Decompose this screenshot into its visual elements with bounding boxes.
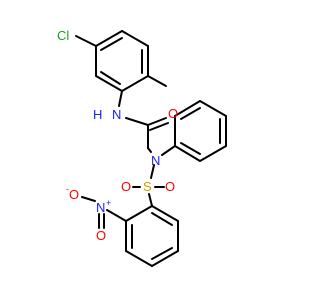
sulfonyl-oxygen-left-label: O [121, 179, 131, 194]
carbonyl-double-bond [149, 122, 169, 131]
molecule-structure: Cl N H O N S O O N + O - O [57, 28, 227, 267]
chloromethylphenyl-ring [95, 30, 149, 92]
sulfur-atom-label: S [143, 179, 152, 194]
n-to-s-bond [150, 164, 155, 179]
nh-to-carbonyl-bond [125, 117, 149, 126]
ring-to-nh-bond [118, 90, 123, 107]
nitro-n-label: N [96, 200, 105, 215]
phenyl-ring [174, 100, 227, 162]
nitro-oxygen-upper-label: O [69, 187, 79, 202]
sulfonyl-oxygen-right-label: O [165, 179, 175, 194]
carbonyl-oxygen-label: O [168, 106, 178, 121]
nitro-oxygen-charge-label: - [66, 184, 69, 194]
n-to-phenyl-bond [161, 145, 176, 156]
chlorine-bond [75, 35, 97, 47]
ring-to-nitro-bond [106, 209, 127, 222]
ch2-to-n-bond [147, 147, 152, 153]
amide-n-label: N [112, 107, 121, 122]
nitro-to-o1-bond [81, 196, 96, 202]
sulfonamide-n-label: N [151, 153, 160, 168]
chlorine-atom-label: Cl [57, 28, 69, 43]
carbonyl-to-o-bond [147, 117, 167, 126]
s-to-ring-bond [148, 193, 153, 207]
methyl-bond [147, 75, 167, 87]
amide-h-label: H [93, 107, 102, 122]
nitro-n-charge-label: + [106, 198, 111, 208]
nitrobenzene-ring [125, 205, 179, 267]
nitro-oxygen-lower-label: O [96, 228, 106, 243]
